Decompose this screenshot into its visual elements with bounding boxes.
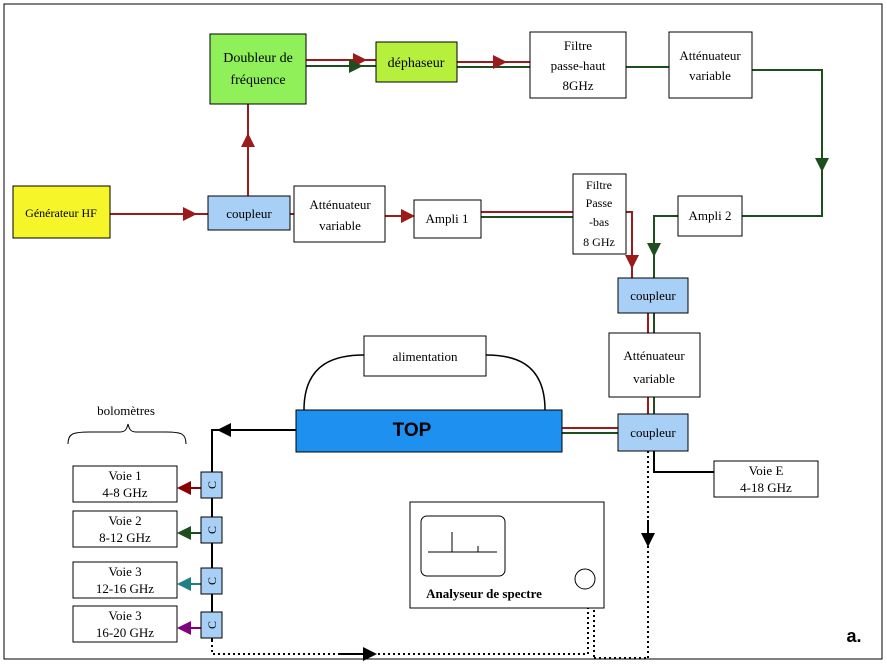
alimentation-block: alimentation [363,335,487,377]
voie-e-label-1: Voie E [749,463,784,478]
voie-name: Voie 3 [108,564,141,579]
voie-band: 4-8 GHz [102,485,147,500]
voie-name: Voie 3 [108,608,141,623]
voie-e-label-2: 4-18 GHz [740,480,792,495]
voie-row: Voie 2 8-12 GHz C [72,510,223,548]
att-right-label-1: Atténuateur [623,348,685,363]
voie-name: Voie 1 [108,468,141,483]
voie-row: Voie 3 12-16 GHz C [72,561,223,599]
attenuateur-top-block: Atténuateur variable [668,31,753,99]
analyseur-label: Analyseur de spectre [426,586,542,601]
filtre-haut-label-3: 8GHz [562,78,593,93]
ampli-1-block: Ampli 1 [413,199,482,239]
att-top-label-2: variable [689,68,731,83]
voie-box [72,510,178,548]
coupleur-2-label: coupleur [630,288,676,303]
voie-row: Voie 3 16-20 GHz C [72,605,223,643]
c-coupler-box [200,567,223,595]
voie-box [72,465,178,503]
c-coupler-box [200,611,223,639]
analyser-input-connector-icon [574,568,596,590]
c-coupler-label: C [205,481,219,489]
analyseur-spectre-block: Analyseur de spectre [409,501,605,609]
c-coupler-box [200,471,223,499]
figure-tag: a. [846,626,861,646]
coupleur-1-label: coupleur [226,206,272,221]
filtre-haut-label-2: passe-haut [551,58,606,73]
connections [110,53,829,661]
dephaseur-block: déphaseur [375,41,458,83]
attenuateur-right-block: Atténuateur variable [608,332,701,398]
coupleur-3-block: coupleur [617,413,689,452]
bolometres-label: bolomètres [97,403,155,418]
ampli-1-label: Ampli 1 [426,211,469,226]
att-right-label-2: variable [633,371,675,386]
coupleur-2-block: coupleur [617,277,689,314]
voie-row: Voie 1 4-8 GHz C [72,465,223,503]
generateur-hf-block: Générateur HF [12,185,111,239]
voie-band: 12-16 GHz [96,581,154,596]
att-mid-label-1: Atténuateur [309,197,371,212]
voie-connections [177,481,201,635]
doubleur-label-1: Doubleur de [223,51,293,66]
att-mid-label-2: variable [319,218,361,233]
c-coupler-label: C [205,621,219,629]
ampli-2-label: Ampli 2 [689,208,732,223]
top-label: TOP [393,420,432,441]
ampli-2-block: Ampli 2 [677,195,743,237]
c-coupler-label: C [205,577,219,585]
voie-band: 16-20 GHz [96,625,154,640]
filtre-bas-label-4: 8 GHz [583,235,615,249]
filtre-bas-label-3: -bas [589,215,609,229]
voie-e-block: Voie E 4-18 GHz [713,460,819,498]
analyser-screen [420,515,506,577]
generateur-label: Générateur HF [25,206,97,220]
att-top-label-1: Atténuateur [679,48,741,63]
voie-box [72,605,178,643]
doubleur-frequence-block: Doubleur de fréquence [209,33,307,105]
attenuateur-mid-block: Atténuateur variable [293,185,386,243]
coupleur-1-block: coupleur [207,195,291,231]
bolometres-group: bolomètres [67,403,187,445]
voie-box [72,561,178,599]
c-coupler-box [200,516,223,544]
voie-band: 8-12 GHz [99,530,151,545]
c-coupler-label: C [205,526,219,534]
filtre-haut-label-1: Filtre [564,38,592,53]
alimentation-label: alimentation [393,349,458,364]
filtre-bas-label-1: Filtre [586,178,612,192]
filtre-passe-haut-block: Filtre passe-haut 8GHz [529,31,627,99]
filtre-bas-label-2: Passe [586,196,613,210]
coupleur-3-label: coupleur [630,425,676,440]
doubleur-label-2: fréquence [230,73,285,88]
top-tube-block: TOP [295,409,563,453]
dephaseur-label: déphaseur [388,56,445,71]
outer-frame [3,3,883,660]
filtre-passe-bas-block: Filtre Passe -bas 8 GHz [572,173,627,255]
bolometres-brace [67,423,187,445]
voie-name: Voie 2 [108,513,141,528]
